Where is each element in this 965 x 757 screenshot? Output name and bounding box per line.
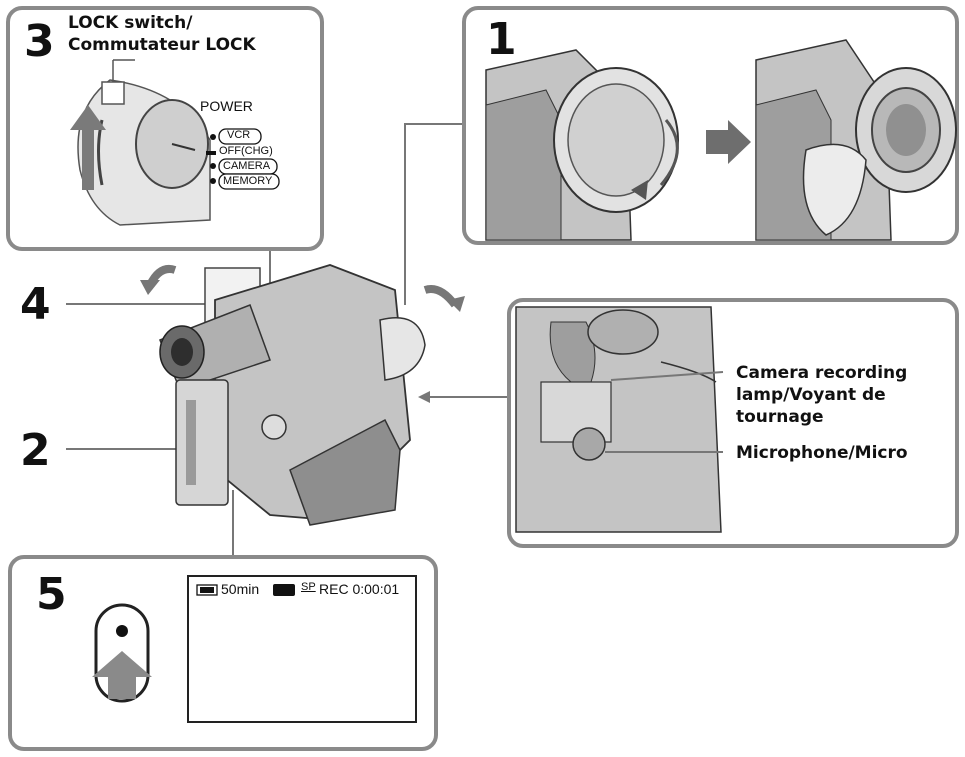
osd-battery-time: 50min bbox=[221, 581, 260, 597]
lock-label-line2: Commutateur LOCK bbox=[68, 35, 256, 55]
step5-panel: 5 50min SP REC 0:00:01 bbox=[8, 555, 438, 751]
step5-number: 5 bbox=[36, 569, 67, 620]
microphone-label: Microphone/Micro bbox=[736, 443, 908, 463]
lens-cap-illustration bbox=[485, 39, 957, 241]
step1-number: 1 bbox=[486, 14, 517, 65]
step3-panel: 3 LOCK switch/ Commutateur LOCK POWER VC… bbox=[6, 6, 324, 251]
camera-lamp-line3: tournage bbox=[736, 407, 824, 427]
step1-panel: 1 bbox=[462, 6, 959, 245]
front-detail-illustration bbox=[515, 306, 724, 533]
power-label: POWER bbox=[200, 98, 253, 114]
viewfinder-screen: 50min SP REC 0:00:01 bbox=[187, 575, 417, 723]
lock-label-line1: LOCK switch/ bbox=[68, 13, 193, 33]
osd-status: REC 0:00:01 bbox=[319, 581, 400, 597]
mode-memory: MEMORY bbox=[223, 175, 273, 187]
osd-icons bbox=[196, 584, 295, 596]
camera-lamp-label: Camera recording lamp/Voyant de tournage bbox=[736, 362, 956, 428]
mode-vcr: VCR bbox=[227, 129, 251, 141]
camera-lamp-line2: lamp/Voyant de bbox=[736, 385, 886, 405]
step3-number: 3 bbox=[24, 16, 55, 67]
lock-switch-label: LOCK switch/ Commutateur LOCK bbox=[68, 12, 256, 56]
osd-sp-mode: SP bbox=[301, 581, 316, 593]
mode-off-chg: OFF(CHG) bbox=[219, 145, 273, 157]
camera-lamp-line1: Camera recording bbox=[736, 363, 908, 383]
mode-camera: CAMERA bbox=[223, 160, 271, 172]
microphone-detail-panel: Camera recording lamp/Voyant de tournage… bbox=[507, 298, 959, 548]
start-stop-button-illustration bbox=[92, 603, 152, 703]
step2-number: 2 bbox=[20, 425, 51, 476]
power-dial-illustration bbox=[70, 59, 280, 226]
step4-number: 4 bbox=[20, 279, 51, 330]
